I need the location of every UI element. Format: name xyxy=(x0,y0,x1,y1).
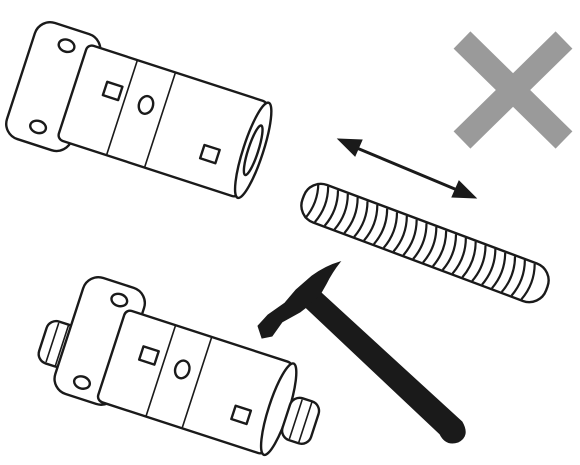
thread-crest xyxy=(314,186,330,223)
thread-crest xyxy=(382,212,399,249)
thread-crest xyxy=(422,226,438,264)
thread-crest xyxy=(363,204,379,242)
nut-body xyxy=(57,44,273,200)
thread-crest xyxy=(500,256,517,293)
double-arrow-icon xyxy=(336,138,478,199)
nut-body xyxy=(96,309,298,457)
cross-icon xyxy=(453,31,573,149)
thread-crest xyxy=(510,260,526,297)
thread-crest xyxy=(491,252,507,290)
thread-crest xyxy=(402,219,418,256)
thread-crest xyxy=(412,223,428,260)
screw-shaft xyxy=(300,182,550,304)
screw-stub-right xyxy=(280,396,321,445)
thread-crest xyxy=(333,193,349,231)
thread-crest xyxy=(432,230,448,267)
thread-crest xyxy=(343,197,359,234)
thread-crest xyxy=(481,249,497,286)
thread-crest xyxy=(392,215,408,253)
thread-crest xyxy=(471,245,487,282)
thread-crest xyxy=(451,237,467,275)
thread-crest xyxy=(520,263,536,301)
ball-nut-bottom xyxy=(37,276,321,457)
thread-crest xyxy=(373,208,389,245)
thread-crest xyxy=(353,201,369,238)
thread-crest xyxy=(441,234,458,271)
thread-crest xyxy=(323,190,340,227)
ball-nut-top xyxy=(5,21,273,200)
screw-threads xyxy=(304,182,536,301)
hammer-icon xyxy=(257,261,466,444)
thread-crest xyxy=(461,241,477,278)
thread-crest xyxy=(304,182,320,220)
